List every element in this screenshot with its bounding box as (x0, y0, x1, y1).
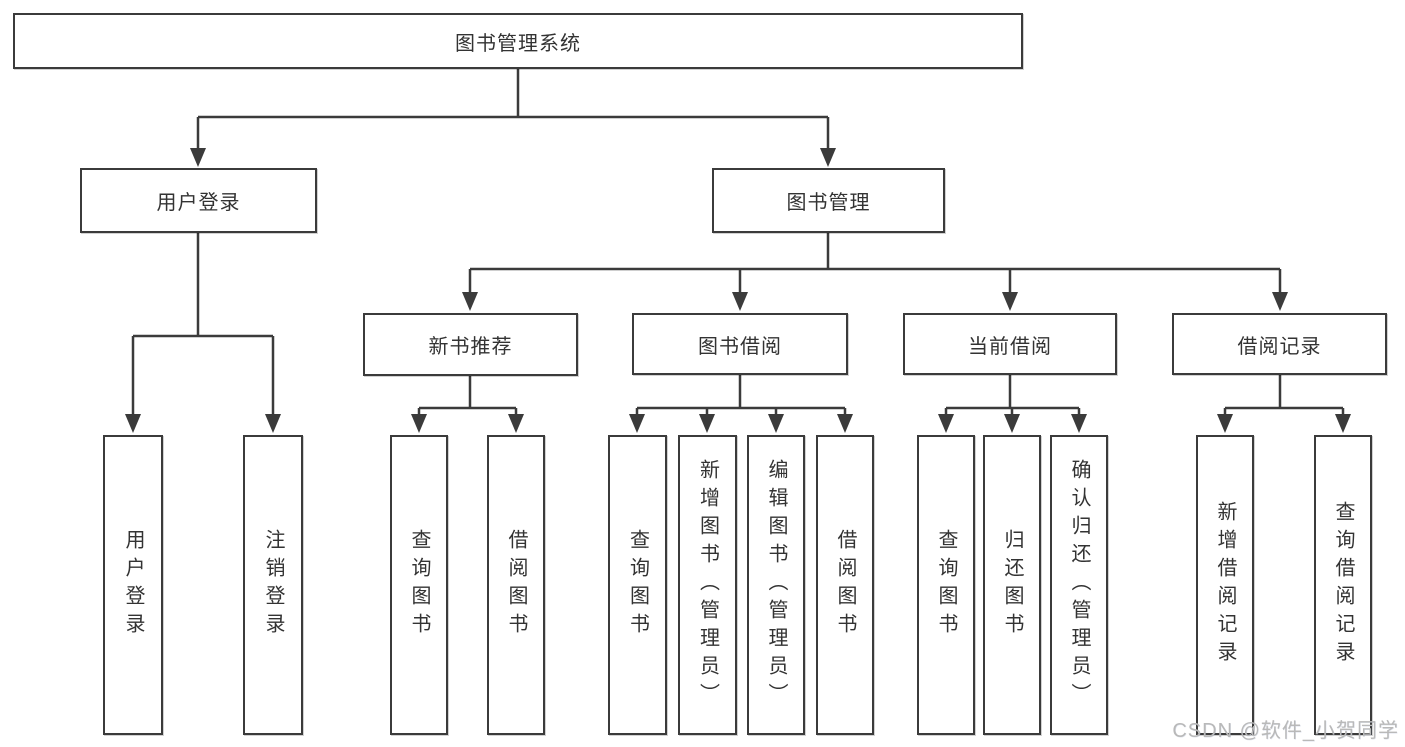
leaf-add-book-admin: 新增图书（管理员） (678, 435, 737, 735)
leaf-logout: 注销登录 (243, 435, 303, 735)
leaf-query-books-current: 查询图书 (917, 435, 975, 735)
node-borrow-records: 借阅记录 (1172, 313, 1387, 375)
leaf-edit-book-admin: 编辑图书（管理员） (747, 435, 805, 735)
leaf-confirm-return-admin: 确认归还（管理员） (1050, 435, 1108, 735)
node-new-book-recommend: 新书推荐 (363, 313, 578, 376)
node-root: 图书管理系统 (13, 13, 1023, 69)
leaf-return-book: 归还图书 (983, 435, 1041, 735)
leaf-borrow-books: 借阅图书 (816, 435, 874, 735)
leaf-query-books-recommend: 查询图书 (390, 435, 448, 735)
node-current-borrow: 当前借阅 (903, 313, 1117, 375)
leaf-query-books-borrow: 查询图书 (608, 435, 667, 735)
node-book-borrow: 图书借阅 (632, 313, 848, 375)
node-user-login: 用户登录 (80, 168, 317, 233)
leaf-user-login: 用户登录 (103, 435, 163, 735)
leaf-borrow-books-recommend: 借阅图书 (487, 435, 545, 735)
watermark: CSDN @软件_小贺同学 (1172, 720, 1399, 742)
node-book-management: 图书管理 (712, 168, 945, 233)
leaf-query-borrow-record: 查询借阅记录 (1314, 435, 1372, 735)
leaf-add-borrow-record: 新增借阅记录 (1196, 435, 1254, 735)
